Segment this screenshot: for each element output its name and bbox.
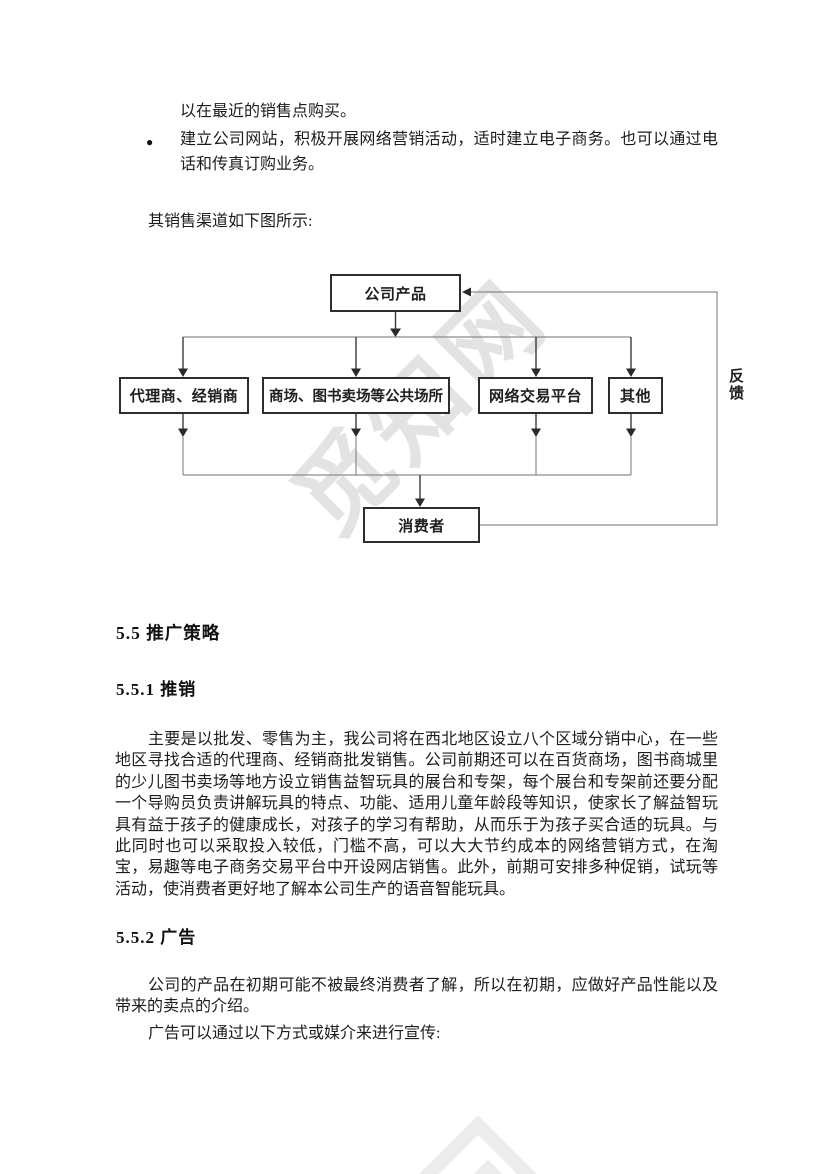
arrowhead-down-icon [626,368,636,377]
ads-body-paragraph-1: 公司的产品在初期可能不被最终消费者了解，所以在初期，应做好产品性能以及带来的卖点… [115,977,718,1016]
flowchart-node-agents-distributors: 代理商、经销商 [119,377,249,414]
arrowhead-down-icon [178,368,188,377]
flowchart-node-malls-bookstores: 商场、图书卖场等公共场所 [262,377,450,414]
bullet-marker-icon: ● [146,135,154,149]
sales-body-paragraph: 主要是以批发、零售为主，我公司将在西北地区设立八个区域分销中心，在一些地区寻找合… [115,731,718,898]
section-heading-promotion-strategy: 5.5 推广策略 [116,623,221,643]
channels-lead-in: 其销售渠道如下图所示: [148,213,313,230]
arrowhead-down-icon [626,428,636,437]
watermark-logo-diamond [352,1115,604,1174]
flowchart-node-other: 其他 [608,377,663,414]
section-heading-sales: 5.5.1 推销 [116,680,197,699]
flowchart-node-company-product: 公司产品 [330,274,461,312]
arrowhead-down-icon [415,498,425,507]
section-heading-advertising: 5.5.2 广告 [116,928,197,947]
bullet-continuation-text: 以在最近的销售点购买。 [180,103,357,120]
flowchart-node-consumer: 消费者 [363,507,480,543]
ads-body-paragraph-2: 广告可以通过以下方式或媒介来进行宣传: [148,1025,441,1042]
arrowhead-down-icon [178,428,188,437]
feedback-label: 反馈 [729,368,745,402]
bullet-item-text: 建立公司网站，积极开展网络营销活动，适时建立电子商务。也可以通过电话和传真订购业… [180,131,718,173]
arrowhead-down-icon [531,428,541,437]
flowchart-node-online-platform: 网络交易平台 [478,377,593,414]
